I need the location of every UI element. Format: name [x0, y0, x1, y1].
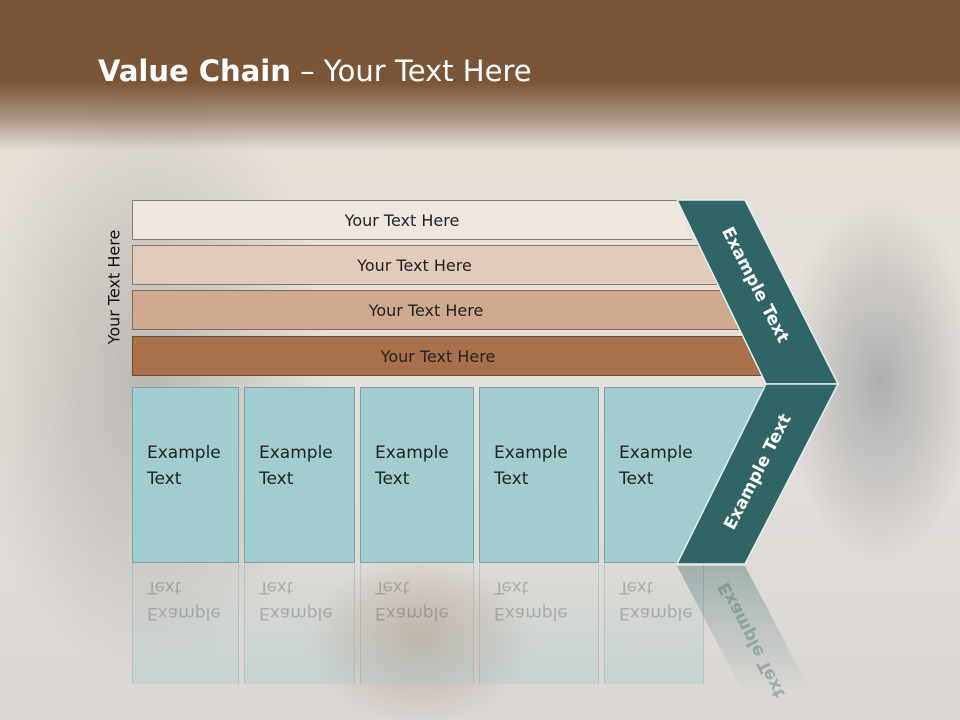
- column-2: Example Text: [244, 387, 355, 563]
- column-2-line2: Text: [259, 469, 294, 489]
- column-2-line1: Example: [259, 443, 333, 463]
- header-band: [0, 0, 960, 150]
- slide-title: Value Chain – Your Text Here: [98, 54, 532, 88]
- column-3-line1: Example: [375, 443, 449, 463]
- bar-1: Your Text Here: [132, 200, 692, 240]
- column-3-line2: Text: [375, 469, 410, 489]
- column-5-line1: Example: [619, 443, 693, 463]
- column-1: Example Text: [132, 387, 239, 563]
- bar-2: Your Text Here: [132, 245, 717, 285]
- bar-4: Your Text Here: [132, 336, 764, 376]
- column-5-line2: Text: [619, 469, 654, 489]
- column-1-line2: Text: [147, 469, 182, 489]
- bar-4-label: Your Text Here: [380, 346, 496, 366]
- title-rest: – Your Text Here: [290, 54, 532, 88]
- chevron-lower: [675, 383, 840, 565]
- bar-3-label: Your Text Here: [368, 300, 484, 320]
- bar-1-label: Your Text Here: [344, 210, 460, 230]
- bar-2-label: Your Text Here: [357, 255, 472, 275]
- column-4-line2: Text: [494, 469, 529, 489]
- title-bold: Value Chain: [98, 54, 291, 88]
- column-4-line1: Example: [494, 443, 568, 463]
- column-1-line1: Example: [147, 443, 221, 463]
- chevron-reflection: [677, 566, 810, 690]
- column-3: Example Text: [360, 387, 474, 563]
- bar-3: Your Text Here: [132, 290, 740, 330]
- column-4: Example Text: [479, 387, 599, 563]
